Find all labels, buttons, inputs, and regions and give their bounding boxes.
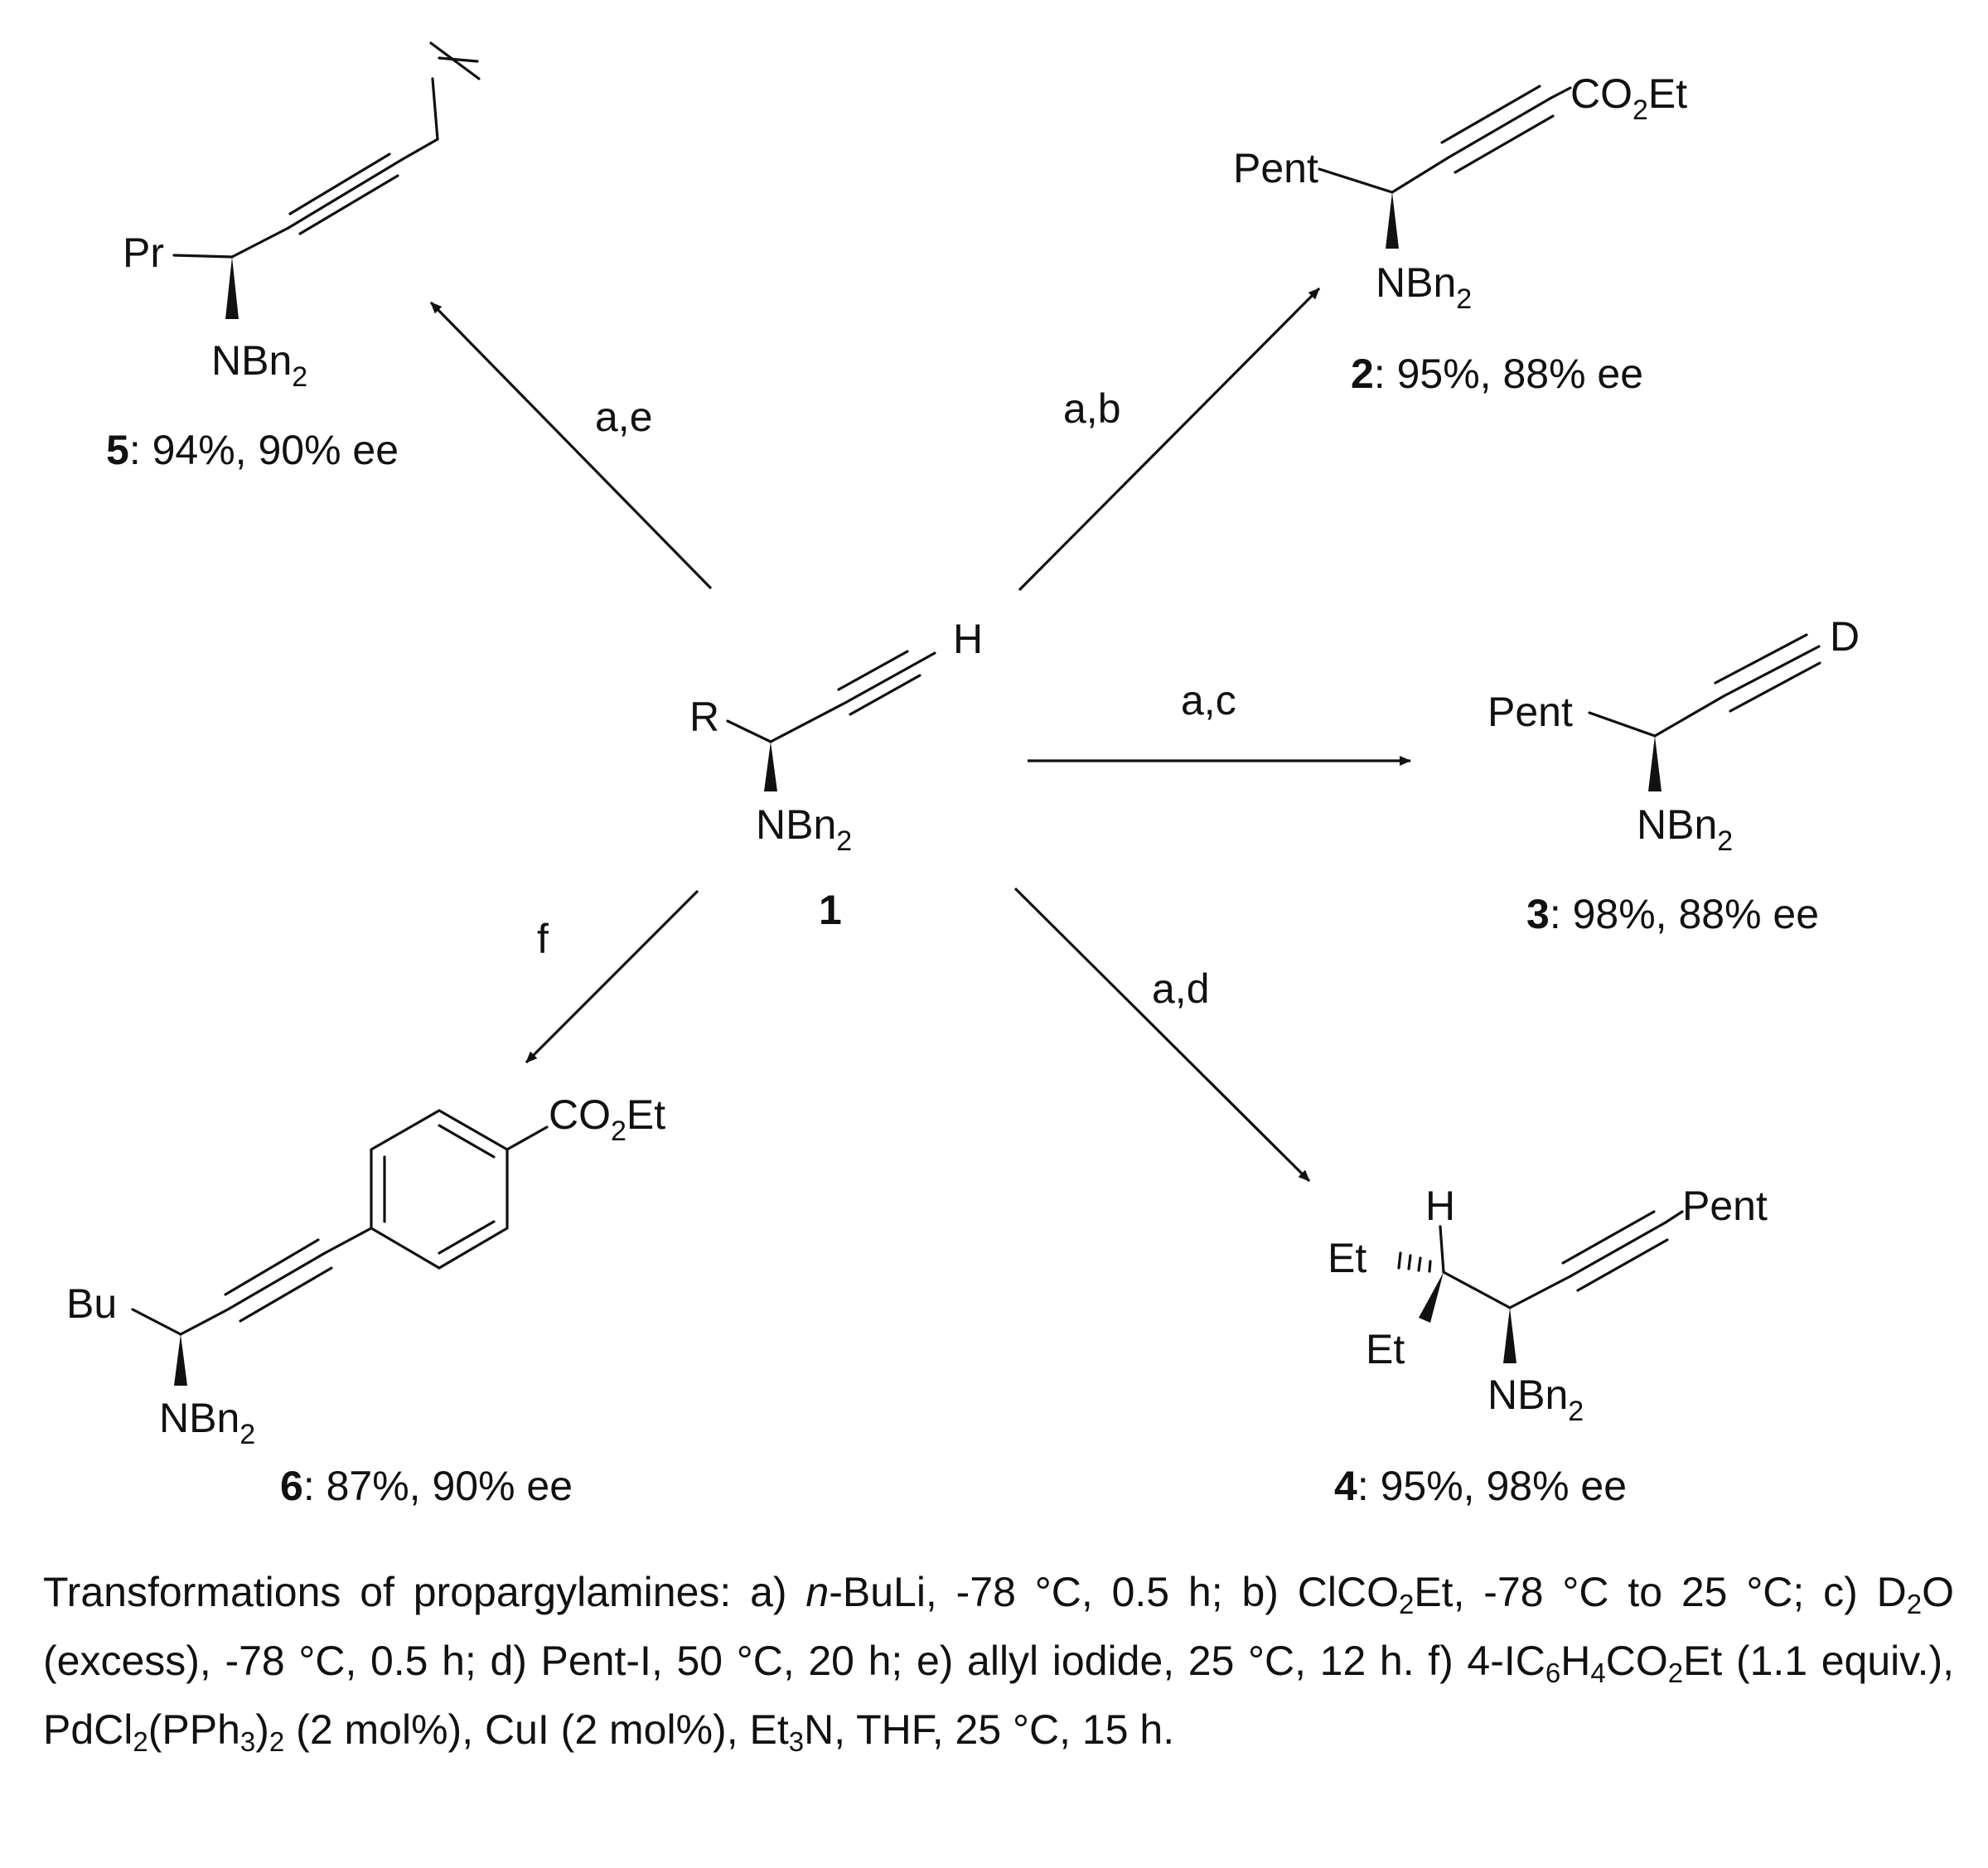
c4-hash-bond	[1397, 1251, 1432, 1273]
reaction-arrow-to-3: a,c	[1028, 677, 1411, 766]
c1-substituent-label: R	[689, 694, 719, 740]
c4-amine-label: NBn2	[1487, 1372, 1584, 1427]
c3-wedge-bond	[1648, 736, 1662, 791]
c4-wedge-bond-et	[1419, 1272, 1444, 1323]
c6-ring-double-2	[438, 1220, 496, 1255]
c6-bond-aryl	[323, 1227, 373, 1255]
c5-bond-propargyl	[401, 138, 439, 161]
c6-wedge-bond	[174, 1334, 187, 1386]
arrow-label-to-5: a,e	[595, 394, 653, 440]
c4-bond-c-c	[1442, 1270, 1512, 1309]
c2-alkyne-center	[1447, 96, 1553, 159]
c6-substituent-label: Bu	[66, 1280, 117, 1327]
reaction-arrow-to-4: a,d	[1013, 887, 1311, 1183]
reaction-arrow-to-5: a,e	[429, 301, 713, 590]
c5-result-label: 5: 94%, 90% ee	[106, 427, 399, 473]
c1-amine-label: NBn2	[756, 801, 852, 857]
arrow-label-to-3: a,c	[1181, 677, 1236, 723]
reaction-arrow-to-2: a,b	[1018, 287, 1321, 592]
c4-result-label: 4: 95%, 98% ee	[1334, 1463, 1627, 1509]
compound-6: CO2Et Bu NBn2 6: 87%, 90% ee	[66, 1091, 665, 1509]
c4-alkyne-upper	[1561, 1210, 1656, 1265]
c4-alkyne-center	[1569, 1221, 1667, 1278]
c2-bond-ester	[1550, 86, 1572, 99]
reaction-scheme: R H NBn2 1 Pr NBn2 5: 94%, 90% ee Pent	[66, 41, 1860, 1509]
arrow-line-to-2	[1018, 287, 1321, 592]
c1-compound-number: 1	[819, 887, 842, 933]
c5-vinyl-double-bond-2	[438, 56, 479, 63]
c2-bond-sp	[1391, 156, 1450, 194]
c1-bond-r	[726, 719, 772, 743]
c5-bond-ch2	[431, 77, 439, 141]
c6-bond-ester	[505, 1125, 549, 1151]
c5-alkyne-upper	[288, 152, 391, 215]
c1-alkyne-center	[844, 651, 936, 704]
c5-vinyl-double-bond	[429, 41, 481, 80]
c6-ring-double-1	[438, 1124, 496, 1159]
arrow-label-to-4: a,d	[1152, 965, 1210, 1012]
c6-alkyne-center	[226, 1251, 326, 1311]
c5-bond-pr	[172, 254, 234, 259]
c6-terminus-label: CO2Et	[549, 1091, 665, 1147]
c4-bond-pent	[1664, 1210, 1684, 1224]
c6-alkyne-lower	[239, 1266, 333, 1323]
c3-substituent-label: Pent	[1487, 689, 1573, 735]
c1-bond-sp	[769, 701, 847, 743]
c4-bond-h	[1439, 1225, 1445, 1274]
c3-bond-pent	[1588, 711, 1657, 738]
c4-bond-sp	[1508, 1275, 1572, 1309]
c3-alkyne-upper	[1714, 633, 1808, 685]
c2-terminus-label: CO2Et	[1570, 70, 1687, 126]
c6-amine-label: NBn2	[159, 1395, 255, 1450]
c2-amine-label: NBn2	[1376, 259, 1472, 315]
compound-4: H Et Et Pent NBn2 4: 95%, 98% ee	[1328, 1183, 1768, 1509]
c3-bond-sp	[1653, 694, 1725, 738]
c5-substituent-label: Pr	[123, 230, 164, 276]
arrow-label-to-6: f	[537, 916, 549, 962]
c5-wedge-bond	[225, 257, 239, 319]
compound-3: Pent D NBn2 3: 98%, 88% ee	[1487, 613, 1860, 937]
reaction-arrow-to-6: f	[525, 889, 699, 1064]
c6-bond-sp	[179, 1308, 230, 1336]
c4-terminus-label: Pent	[1682, 1183, 1768, 1229]
c5-amine-label: NBn2	[211, 337, 307, 393]
c1-alkyne-lower	[849, 674, 921, 716]
arrow-label-to-2: a,b	[1063, 385, 1121, 432]
c5-alkyne-lower	[298, 174, 399, 235]
c2-alkyne-lower	[1454, 114, 1555, 174]
c4-et-hash-label: Et	[1328, 1235, 1366, 1281]
c1-terminus-label: H	[953, 616, 983, 662]
c2-bond-pent	[1318, 167, 1394, 194]
c1-alkyne-upper	[837, 650, 909, 691]
c2-substituent-label: Pent	[1233, 145, 1318, 191]
c2-alkyne-upper	[1440, 85, 1541, 144]
compound-5: Pr NBn2 5: 94%, 90% ee	[106, 41, 481, 473]
c5-alkyne-center	[287, 157, 404, 230]
c2-wedge-bond	[1386, 192, 1399, 249]
c3-result-label: 3: 98%, 88% ee	[1526, 891, 1819, 937]
c4-et-wedge-label: Et	[1366, 1326, 1405, 1372]
c6-alkyne-upper	[224, 1238, 320, 1296]
c6-bond-bu	[131, 1308, 182, 1336]
c1-wedge-bond	[764, 742, 777, 791]
c6-result-label: 6: 87%, 90% ee	[280, 1463, 573, 1509]
scheme-caption: Transformations of propargylamines: a) n…	[43, 1569, 1955, 1758]
c6-benzene-ring	[370, 1109, 509, 1270]
arrow-line-to-6	[525, 889, 699, 1064]
c3-terminus-label: D	[1830, 613, 1860, 660]
c3-alkyne-center	[1722, 645, 1821, 698]
c5-bond-sp	[230, 226, 290, 259]
arrow-line-to-5	[429, 301, 713, 590]
compound-1: R H NBn2 1	[689, 616, 983, 933]
c3-alkyne-lower	[1729, 661, 1821, 713]
c2-result-label: 2: 95%, 88% ee	[1351, 351, 1643, 397]
c3-amine-label: NBn2	[1637, 801, 1733, 857]
arrow-line-to-4	[1013, 887, 1311, 1183]
compound-2: Pent CO2Et NBn2 2: 95%, 88% ee	[1233, 70, 1687, 397]
c4-alkyne-lower	[1576, 1238, 1669, 1292]
c4-wedge-bond	[1503, 1308, 1516, 1363]
c4-h-label: H	[1425, 1183, 1455, 1229]
